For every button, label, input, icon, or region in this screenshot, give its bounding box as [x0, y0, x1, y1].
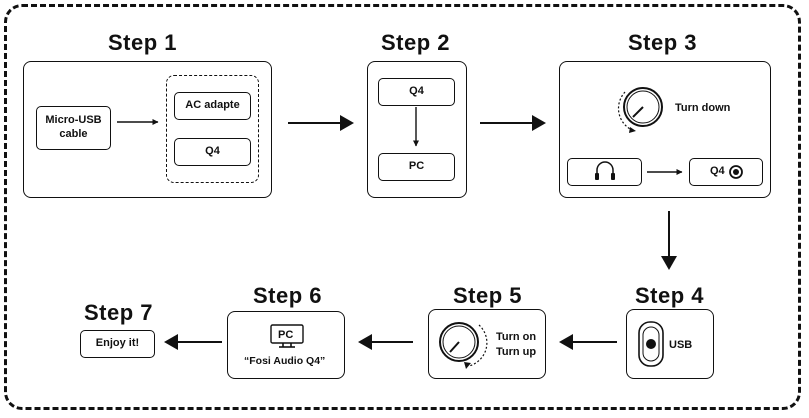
ac-adapter-box: AC adapte — [174, 92, 251, 120]
headphones-box — [567, 158, 642, 186]
step-2-pc-label: PC — [408, 160, 425, 173]
step-2-q4-box: Q4 — [378, 78, 455, 106]
turn-down-label: Turn down — [675, 102, 731, 114]
step-5-title: Step 5 — [453, 283, 523, 308]
step-3-title: Step 3 — [628, 30, 698, 55]
enjoy-box: Enjoy it! — [80, 330, 155, 358]
power-group — [166, 75, 259, 183]
step-6-pc-label: PC — [278, 329, 294, 341]
micro-usb-cable-label: Micro-USB cable — [45, 114, 102, 140]
step-3-q4-box: Q4 — [689, 158, 763, 186]
step-7-title: Step 7 — [84, 300, 154, 325]
diagram-frame — [4, 4, 801, 410]
step-3-q4-label: Q4 — [710, 165, 725, 178]
step-4-title: Step 4 — [635, 283, 705, 308]
usb-label: USB — [669, 339, 693, 351]
step-6-panel — [227, 311, 345, 379]
step-6-title: Step 6 — [253, 283, 323, 308]
step-1-title: Step 1 — [108, 30, 178, 55]
step-1-q4-label: Q4 — [205, 145, 220, 158]
step-2-pc-box: PC — [378, 153, 455, 181]
fosi-audio-q4-label: “Fosi Audio Q4” — [244, 355, 326, 367]
micro-usb-cable-box: Micro-USB cable — [36, 106, 111, 150]
turn-up-label: Turn up — [496, 346, 537, 358]
ac-adapter-label: AC adapte — [185, 99, 240, 112]
enjoy-label: Enjoy it! — [95, 337, 140, 350]
step-2-q4-label: Q4 — [409, 85, 424, 98]
step-2-title: Step 2 — [381, 30, 451, 55]
turn-on-label: Turn on — [496, 331, 537, 343]
step-1-q4-box: Q4 — [174, 138, 251, 166]
